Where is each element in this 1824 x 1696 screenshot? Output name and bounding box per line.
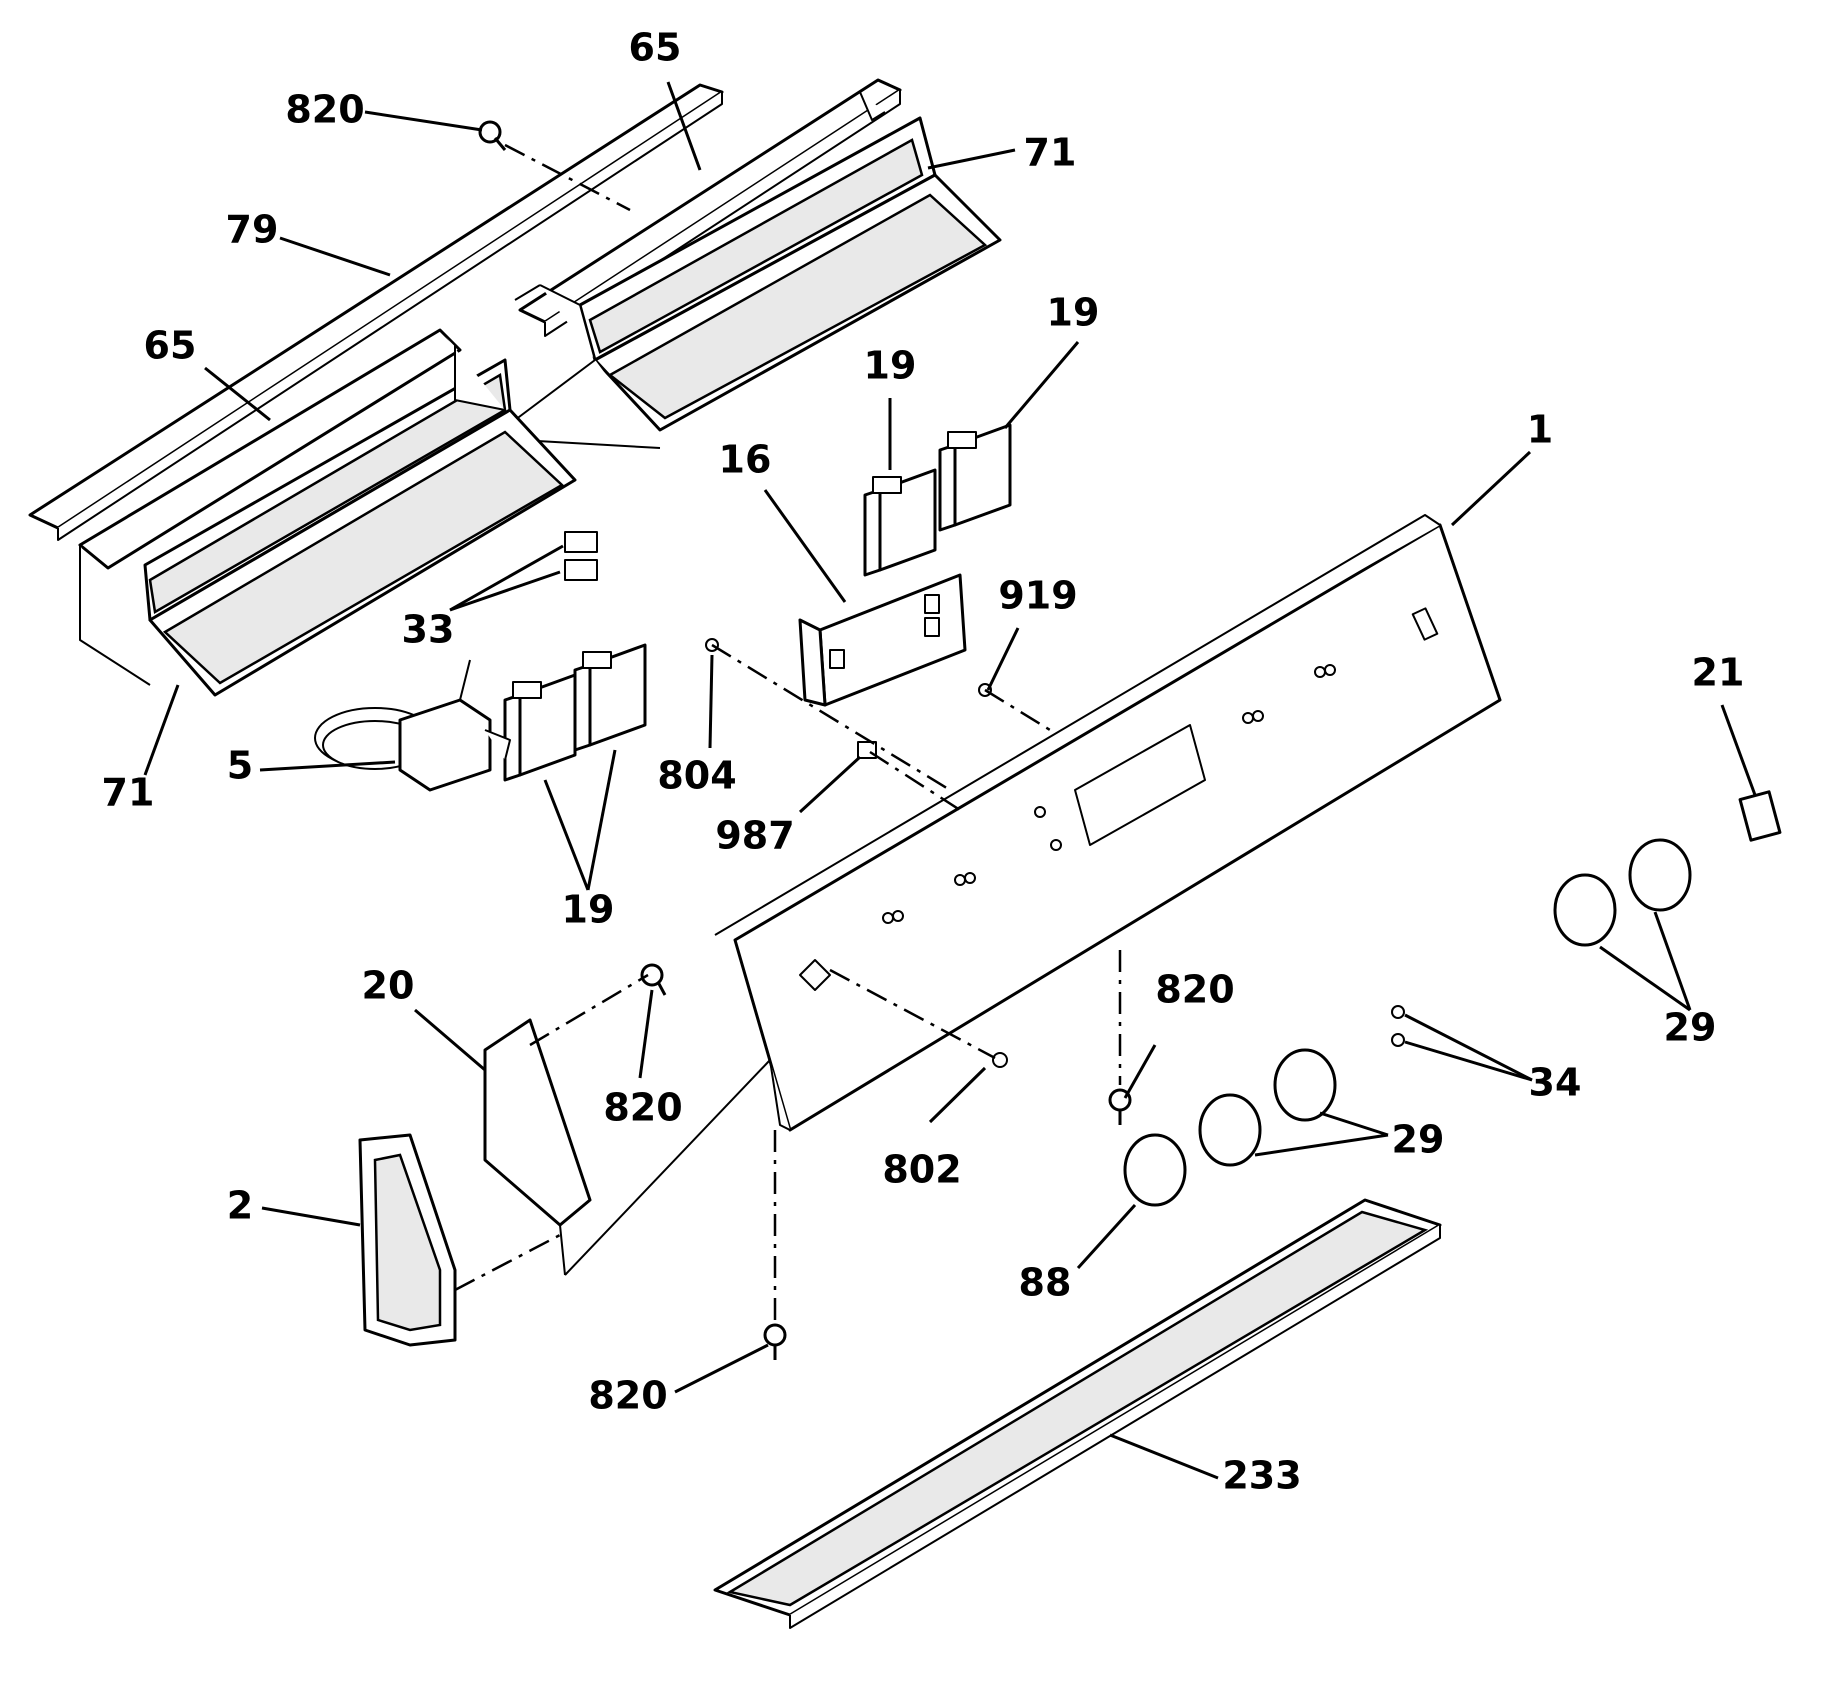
callout-65-left: 65 (144, 324, 197, 368)
callout-65-top: 65 (629, 26, 682, 70)
callout-233: 233 (1222, 1454, 1301, 1498)
screw-820-top (478, 120, 507, 151)
leader-lines (143, 81, 1757, 1480)
callout-1: 1 (1527, 408, 1553, 452)
part-29-knob-mid-left (1198, 1093, 1262, 1167)
callout-88: 88 (1019, 1261, 1072, 1305)
callout-20: 20 (362, 964, 415, 1008)
part-88-knob (1123, 1133, 1187, 1207)
screw-820-bottom (763, 1323, 787, 1360)
part-34-nuts (1391, 1005, 1405, 1047)
callout-820-bottom: 820 (588, 1374, 667, 1418)
part-29-knob-mid-right (1273, 1048, 1337, 1122)
part-33-indicator-lights (564, 531, 598, 581)
part-2-end-cap (358, 1133, 457, 1347)
part-29-knob-right-lower (1553, 873, 1617, 947)
part-21-rocker-switch (1738, 790, 1782, 842)
part-5-thermostat (314, 659, 511, 792)
callout-21: 21 (1692, 651, 1745, 695)
callout-33: 33 (402, 608, 455, 652)
part-79-trim-strip (28, 83, 724, 541)
callout-34: 34 (1529, 1061, 1582, 1105)
callout-820-mid-right: 820 (1155, 968, 1234, 1012)
part-19-switch-upper-right (938, 423, 1012, 532)
callout-5: 5 (227, 744, 253, 788)
callout-29-mid: 29 (1392, 1118, 1445, 1162)
callout-29-right: 29 (1664, 1006, 1717, 1050)
assembly-lines (454, 143, 1122, 1320)
part-19-switch-lower-right (573, 643, 647, 752)
callout-919: 919 (998, 574, 1077, 618)
callout-71-top: 71 (1024, 131, 1077, 175)
part-233-bottom-trim (713, 1198, 1442, 1629)
part-71-left-channel (78, 328, 577, 697)
screw-802 (992, 1052, 1008, 1068)
callout-820-top: 820 (285, 88, 364, 132)
part-19-switch-upper-left (863, 468, 937, 577)
callout-labels: 65 820 71 79 65 19 19 1 16 33 919 21 71 … (102, 26, 1745, 1498)
callout-19-c: 19 (562, 888, 615, 932)
callout-19-a: 19 (1047, 291, 1100, 335)
callout-19-b: 19 (864, 344, 917, 388)
callout-802: 802 (882, 1148, 961, 1192)
part-16-clock-timer (798, 573, 967, 707)
part-20-bracket (483, 1018, 592, 1276)
callout-71-left: 71 (102, 771, 155, 815)
part-29-knob-right-upper (1628, 838, 1692, 912)
callout-804: 804 (657, 754, 736, 798)
callout-16: 16 (719, 438, 772, 482)
part-19-switch-lower-left (503, 673, 577, 782)
callout-79: 79 (226, 208, 279, 252)
callout-820-mid-left: 820 (603, 1086, 682, 1130)
callout-987: 987 (715, 814, 794, 858)
screw-820-mid-left (640, 963, 667, 996)
callout-2: 2 (227, 1184, 253, 1228)
part-71-upper-channel (514, 116, 1002, 449)
part-1-backguard-panel (714, 514, 1502, 1132)
